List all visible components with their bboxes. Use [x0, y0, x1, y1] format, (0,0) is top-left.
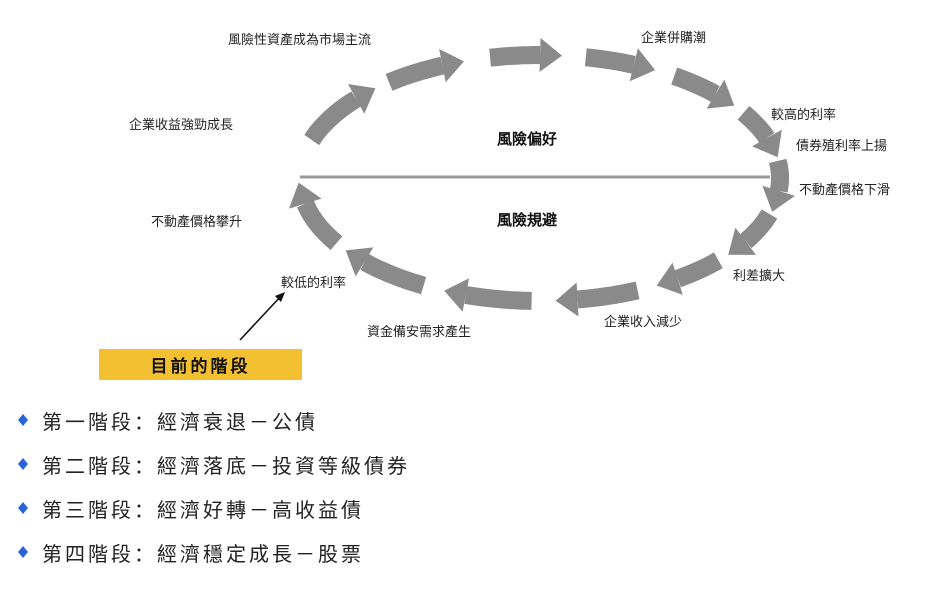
cycle-arrow-head	[539, 38, 562, 72]
label-earnings-growth: 企業收益強勁成長	[129, 118, 234, 133]
cycle-arrow-body	[584, 48, 636, 74]
cycle-arrow-head	[629, 48, 656, 82]
label-merger-wave: 企業併購潮	[641, 31, 707, 46]
label-hedge-demand: 資金備安需求產生	[367, 325, 472, 340]
pointer-arrowhead	[275, 292, 285, 302]
cycle-arrow-body	[671, 67, 720, 103]
stage-item: 第四階段：經濟穩定成長－股票	[18, 530, 410, 574]
cycle-arrow-head	[762, 185, 795, 212]
cycle-arrow-body	[576, 281, 640, 309]
cycle-arrow-body	[674, 252, 723, 288]
pointer-line	[239, 294, 283, 341]
cycle-arrow-body	[385, 56, 445, 91]
stage-text: 第二階段：經濟落底－投資等級債券	[42, 453, 410, 478]
label-revenue-down: 企業收入減少	[604, 315, 683, 330]
current-stage-box: 目前的階段	[99, 349, 302, 380]
cycle-arrow-body	[297, 199, 343, 251]
cycle-arrow-body	[304, 91, 362, 146]
label-risk-aversion: 風險規避	[497, 211, 558, 229]
stage-text: 第三階段：經濟好轉－高收益債	[42, 497, 364, 522]
cycle-arrows	[289, 38, 795, 317]
cycle-arrow-head	[656, 262, 683, 295]
cycle-arrow-body	[489, 46, 540, 67]
stage-text: 第四階段：經濟穩定成長－股票	[42, 541, 364, 566]
cycle-arrow-head	[439, 49, 464, 83]
stage-item: 第三階段：經濟好轉－高收益債	[18, 486, 410, 530]
label-property-price-up: 不動產價格攀升	[151, 215, 243, 230]
current-stage-label: 目前的階段	[150, 357, 251, 377]
label-higher-rate: 較高的利率	[771, 108, 837, 123]
cycle-arrow-body	[737, 105, 775, 143]
cycle-arrow-head	[289, 182, 322, 209]
cycle-arrow-body	[360, 253, 427, 295]
cycle-arrow-head	[728, 227, 756, 255]
diamond-bullet-icon	[18, 502, 28, 514]
label-property-price-down: 不動產價格下滑	[799, 183, 891, 198]
label-lower-rate: 較低的利率	[281, 276, 347, 291]
diamond-bullet-icon	[18, 458, 28, 470]
stage-item: 第一階段：經濟衰退－公債	[18, 398, 410, 442]
cycle-arrow-head	[706, 79, 735, 109]
cycle-arrow-head	[752, 129, 782, 158]
stage-item: 第二階段：經濟落底－投資等級債券	[18, 442, 410, 486]
label-bond-yield-up: 債券殖利率上揚	[796, 139, 888, 154]
label-risky-assets-mainstream: 風險性資產成為市場主流	[228, 33, 372, 48]
stage-text: 第一階段：經濟衰退－公債	[42, 409, 318, 434]
stage-list: 第一階段：經濟衰退－公債 第二階段：經濟落底－投資等級債券 第三階段：經濟好轉－…	[18, 398, 410, 574]
diamond-bullet-icon	[18, 546, 28, 558]
cycle-arrow-head	[444, 278, 470, 312]
label-risk-appetite: 風險偏好	[497, 130, 558, 148]
cycle-arrow-body	[464, 286, 532, 310]
cycle-arrow-head	[555, 282, 579, 317]
label-spread-widen: 利差擴大	[733, 269, 786, 284]
diamond-bullet-icon	[18, 414, 28, 426]
cycle-arrow-head	[345, 247, 374, 277]
cycle-arrow-body	[768, 158, 789, 193]
cycle-arrow-body	[739, 209, 778, 249]
cycle-arrow-head	[348, 84, 376, 114]
